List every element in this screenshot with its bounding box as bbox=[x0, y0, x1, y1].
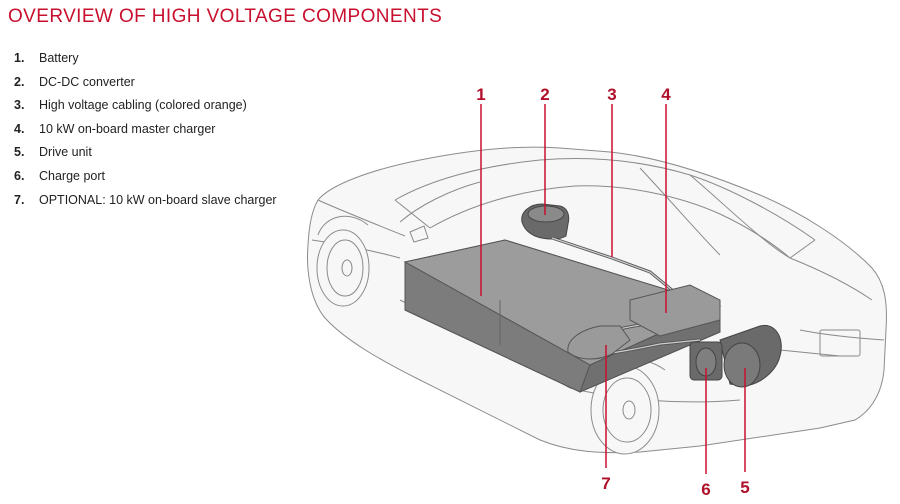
legend-number: 5. bbox=[14, 145, 25, 160]
legend-number: 6. bbox=[14, 168, 25, 183]
callout-2: 2 bbox=[540, 85, 549, 104]
legend-item: 5. Drive unit bbox=[14, 145, 277, 169]
callout-7: 7 bbox=[601, 474, 610, 493]
legend-label: High voltage cabling (colored orange) bbox=[39, 98, 247, 113]
front-wheel bbox=[316, 229, 370, 307]
legend-number: 3. bbox=[14, 98, 25, 113]
legend-label: DC-DC converter bbox=[39, 74, 135, 89]
charge-port bbox=[689, 341, 723, 381]
legend-number: 2. bbox=[14, 74, 25, 89]
legend-label: OPTIONAL: 10 kW on-board slave charger bbox=[39, 192, 277, 207]
callout-4: 4 bbox=[661, 85, 671, 104]
legend-number: 4. bbox=[14, 121, 25, 136]
legend-label: 10 kW on-board master charger bbox=[39, 121, 216, 136]
component-legend: 1. Battery 2. DC-DC converter 3. High volta… bbox=[14, 51, 277, 216]
callout-5: 5 bbox=[740, 478, 749, 497]
legend-label: Drive unit bbox=[39, 145, 92, 160]
legend-item: 6. Charge port bbox=[14, 169, 277, 193]
legend-item: 7. OPTIONAL: 10 kW on-board slave charger bbox=[14, 193, 277, 217]
legend-item: 4. 10 kW on-board master charger bbox=[14, 122, 277, 146]
callout-1: 1 bbox=[476, 85, 485, 104]
legend-item: 1. Battery bbox=[14, 51, 277, 75]
legend-label: Battery bbox=[39, 51, 79, 65]
legend-number: 1. bbox=[14, 51, 25, 65]
slave-charger bbox=[567, 325, 631, 360]
page-title: OVERVIEW OF HIGH VOLTAGE COMPONENTS bbox=[8, 6, 443, 27]
callout-6: 6 bbox=[701, 480, 710, 499]
drive-unit bbox=[719, 324, 782, 388]
legend-item: 3. High voltage cabling (colored orange) bbox=[14, 98, 277, 122]
legend-item: 2. DC-DC converter bbox=[14, 75, 277, 99]
dc-dc-converter bbox=[521, 203, 570, 240]
legend-number: 7. bbox=[14, 192, 25, 207]
callout-3: 3 bbox=[607, 85, 616, 104]
legend-label: Charge port bbox=[39, 168, 106, 183]
master-charger bbox=[629, 284, 721, 337]
